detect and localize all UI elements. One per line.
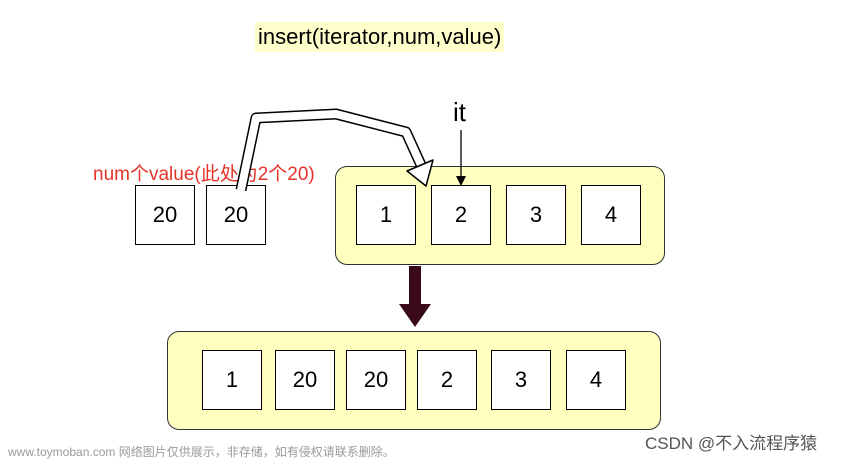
result-vector-cell: 1: [202, 350, 262, 410]
source-vector-cell: 2: [431, 185, 491, 245]
inserted-value-cell: 20: [135, 185, 195, 245]
function-title: insert(iterator,num,value): [255, 22, 505, 52]
iterator-label: it: [453, 97, 466, 127]
insert-arrow: [235, 108, 434, 192]
insert-note: num个value(此处为2个20): [93, 164, 315, 185]
result-vector-cell: 20: [275, 350, 335, 410]
iterator-pointer-arrow: [456, 130, 466, 186]
result-vector-cell: 2: [417, 350, 477, 410]
inserted-value-cell: 20: [206, 185, 266, 245]
watermark-right: CSDN @不入流程序猿: [645, 434, 818, 453]
source-vector-cell: 4: [581, 185, 641, 245]
down-arrow: [399, 266, 431, 327]
source-vector-cell: 3: [506, 185, 566, 245]
result-vector-cell: 20: [346, 350, 406, 410]
result-vector-cell: 3: [491, 350, 551, 410]
watermark-left: www.toymoban.com 网络图片仅供展示，非存储，如有侵权请联系删除。: [8, 445, 395, 459]
result-vector-cell: 4: [566, 350, 626, 410]
source-vector-cell: 1: [356, 185, 416, 245]
